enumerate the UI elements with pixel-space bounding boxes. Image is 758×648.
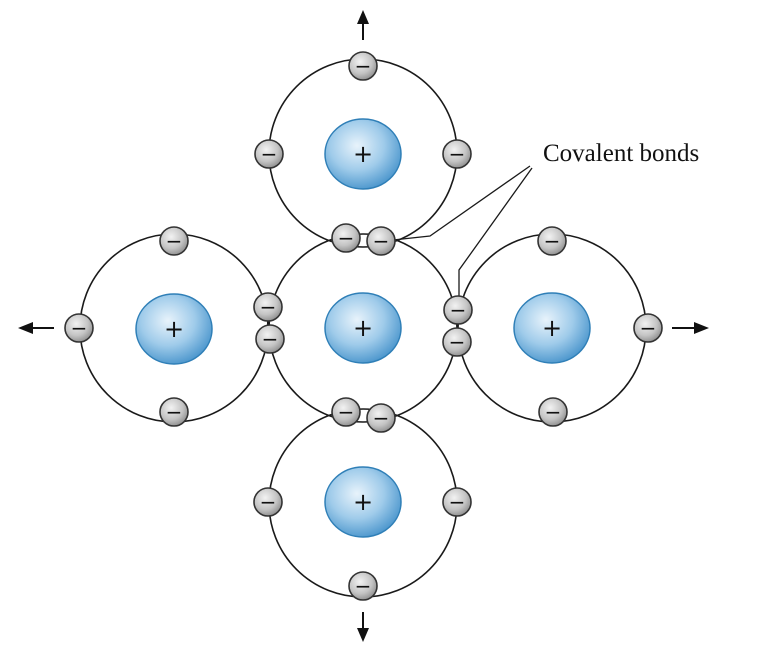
electron-shared: − [443,295,473,325]
electron-body [348,571,378,601]
electron: − [348,51,378,81]
electron-shared: − [331,223,361,253]
nucleus-top-body [324,118,402,190]
electron-sign: − [545,400,562,424]
electron: − [633,313,663,343]
electron-body [331,397,361,427]
electron-shared: − [442,327,472,357]
nucleus-bottom: + [324,466,402,538]
electron: − [159,397,189,427]
nucleus-center-sign: + [353,314,373,342]
electron-sign: − [450,298,467,322]
arrows [18,10,709,642]
electron: − [442,487,472,517]
leader-line-right-bond [458,167,533,298]
electron-body [366,226,396,256]
electron-sign: − [544,229,561,253]
nucleus-left-sign: + [164,315,184,343]
electron: − [442,139,472,169]
nucleus-right-body [513,292,591,364]
electron-sign: − [166,400,183,424]
electron-shared: − [366,403,396,433]
nucleus-center: + [324,292,402,364]
nucleus-center-body [324,292,402,364]
electron-sign: − [71,316,88,340]
nucleus-left-body [135,293,213,365]
electron-sign: − [373,229,390,253]
electron: − [537,226,567,256]
electron: − [64,313,94,343]
arrow-left-icon [18,322,54,334]
electron-sign: − [449,330,466,354]
leader-line-top-bond [392,165,531,241]
electron: − [253,487,283,517]
electron-body [443,295,473,325]
electron-sign: − [260,295,277,319]
nucleus-right-sign: + [542,314,562,342]
nucleus-top-sign: + [353,140,373,168]
electron-sign: − [355,54,372,78]
electron-body [159,397,189,427]
electron: − [348,571,378,601]
electron-sign: − [373,406,390,430]
electron-body [537,226,567,256]
electron: − [254,139,284,169]
electron-sign: − [449,490,466,514]
electron-body [255,324,285,354]
electron-shared: − [255,324,285,354]
electron-body [253,292,283,322]
electron-sign: − [262,327,279,351]
electron-body [633,313,663,343]
covalent-bonds-label: Covalent bonds [543,140,699,167]
electron-sign: − [338,226,355,250]
nucleus-bottom-sign: + [353,488,373,516]
electron-sign: − [166,229,183,253]
electrons: − − − − − − − − [64,51,663,601]
nucleus-right: + [513,292,591,364]
electron-sign: − [355,574,372,598]
electron-body [442,327,472,357]
arrow-right-icon [672,322,709,334]
arrow-down-icon [357,612,369,642]
electron-body [253,487,283,517]
electron-body [331,223,361,253]
electron-shared: − [253,292,283,322]
electron-body [442,139,472,169]
electron: − [538,397,568,427]
arrow-up-icon [357,10,369,40]
electron-sign: − [260,490,277,514]
electron-sign: − [449,142,466,166]
electron-sign: − [640,316,657,340]
electron: − [159,226,189,256]
electron-body [538,397,568,427]
nucleus-left: + [135,293,213,365]
electron-sign: − [261,142,278,166]
electron-shared: − [331,397,361,427]
covalent-bonds-leaders [392,165,533,298]
electron-sign: − [338,400,355,424]
nucleus-top: + [324,118,402,190]
electron-body [442,487,472,517]
electron-body [159,226,189,256]
electron-body [64,313,94,343]
electron-body [254,139,284,169]
electron-shared: − [366,226,396,256]
nucleus-bottom-body [324,466,402,538]
nuclei: + + + + + [135,118,591,538]
electron-body [366,403,396,433]
electron-body [348,51,378,81]
